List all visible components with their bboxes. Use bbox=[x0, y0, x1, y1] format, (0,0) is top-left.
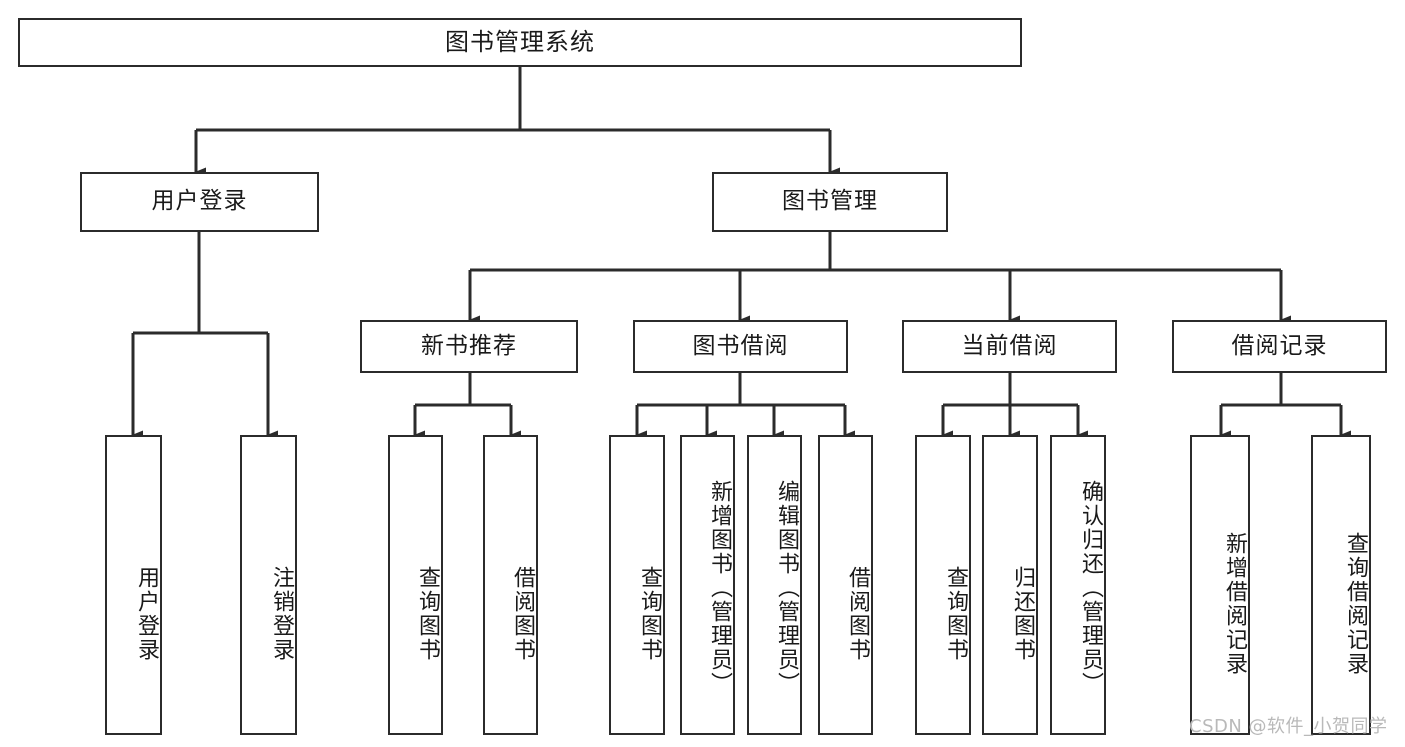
node-label: 图书管理 bbox=[782, 188, 878, 215]
csdn-watermark: CSDN @软件_小贺同学 bbox=[1189, 716, 1388, 737]
node-label: 借阅图书 bbox=[845, 566, 870, 662]
node-label: 查询图书 bbox=[943, 566, 968, 662]
leaf-add-book-admin[interactable]: 新增图书（管理员） bbox=[680, 435, 735, 735]
node-borrow-record[interactable]: 借阅记录 bbox=[1172, 320, 1387, 373]
node-label: 借阅图书 bbox=[510, 566, 535, 662]
node-book-management[interactable]: 图书管理 bbox=[712, 172, 948, 232]
node-label: 用户登录 bbox=[134, 566, 159, 662]
leaf-user-login[interactable]: 用户登录 bbox=[105, 435, 162, 735]
node-label: 确认归还（管理员） bbox=[1078, 480, 1103, 696]
leaf-borrow-books-recommend[interactable]: 借阅图书 bbox=[483, 435, 538, 735]
leaf-add-borrow-record[interactable]: 新增借阅记录 bbox=[1190, 435, 1250, 735]
node-label: 当前借阅 bbox=[961, 332, 1058, 359]
node-label: 新书推荐 bbox=[421, 332, 517, 359]
node-label: 注销登录 bbox=[269, 566, 294, 662]
node-label: 借阅记录 bbox=[1231, 332, 1328, 359]
node-label: 查询图书 bbox=[415, 566, 440, 662]
node-label: 图书借阅 bbox=[692, 332, 789, 359]
node-label: 归还图书 bbox=[1010, 566, 1035, 662]
node-label: 新增图书（管理员） bbox=[707, 480, 732, 696]
leaf-query-borrow-record[interactable]: 查询借阅记录 bbox=[1311, 435, 1371, 735]
leaf-query-books-current[interactable]: 查询图书 bbox=[915, 435, 971, 735]
leaf-edit-book-admin[interactable]: 编辑图书（管理员） bbox=[747, 435, 802, 735]
leaf-logout-login[interactable]: 注销登录 bbox=[240, 435, 297, 735]
node-label: 新增借阅记录 bbox=[1222, 532, 1247, 676]
node-book-borrow[interactable]: 图书借阅 bbox=[633, 320, 848, 373]
leaf-query-books-borrow[interactable]: 查询图书 bbox=[609, 435, 665, 735]
node-root-library-management-system[interactable]: 图书管理系统 bbox=[18, 18, 1022, 67]
node-label: 编辑图书（管理员） bbox=[774, 480, 799, 696]
node-label: 图书管理系统 bbox=[445, 28, 595, 57]
leaf-return-books[interactable]: 归还图书 bbox=[982, 435, 1038, 735]
node-label: 查询借阅记录 bbox=[1343, 532, 1368, 676]
node-user-login[interactable]: 用户登录 bbox=[80, 172, 319, 232]
leaf-borrow-books[interactable]: 借阅图书 bbox=[818, 435, 873, 735]
node-current-borrow[interactable]: 当前借阅 bbox=[902, 320, 1117, 373]
node-label: 用户登录 bbox=[151, 188, 248, 215]
node-new-book-recommend[interactable]: 新书推荐 bbox=[360, 320, 578, 373]
node-label: 查询图书 bbox=[637, 566, 662, 662]
leaf-query-books-recommend[interactable]: 查询图书 bbox=[388, 435, 443, 735]
leaf-confirm-return-admin[interactable]: 确认归还（管理员） bbox=[1050, 435, 1106, 735]
